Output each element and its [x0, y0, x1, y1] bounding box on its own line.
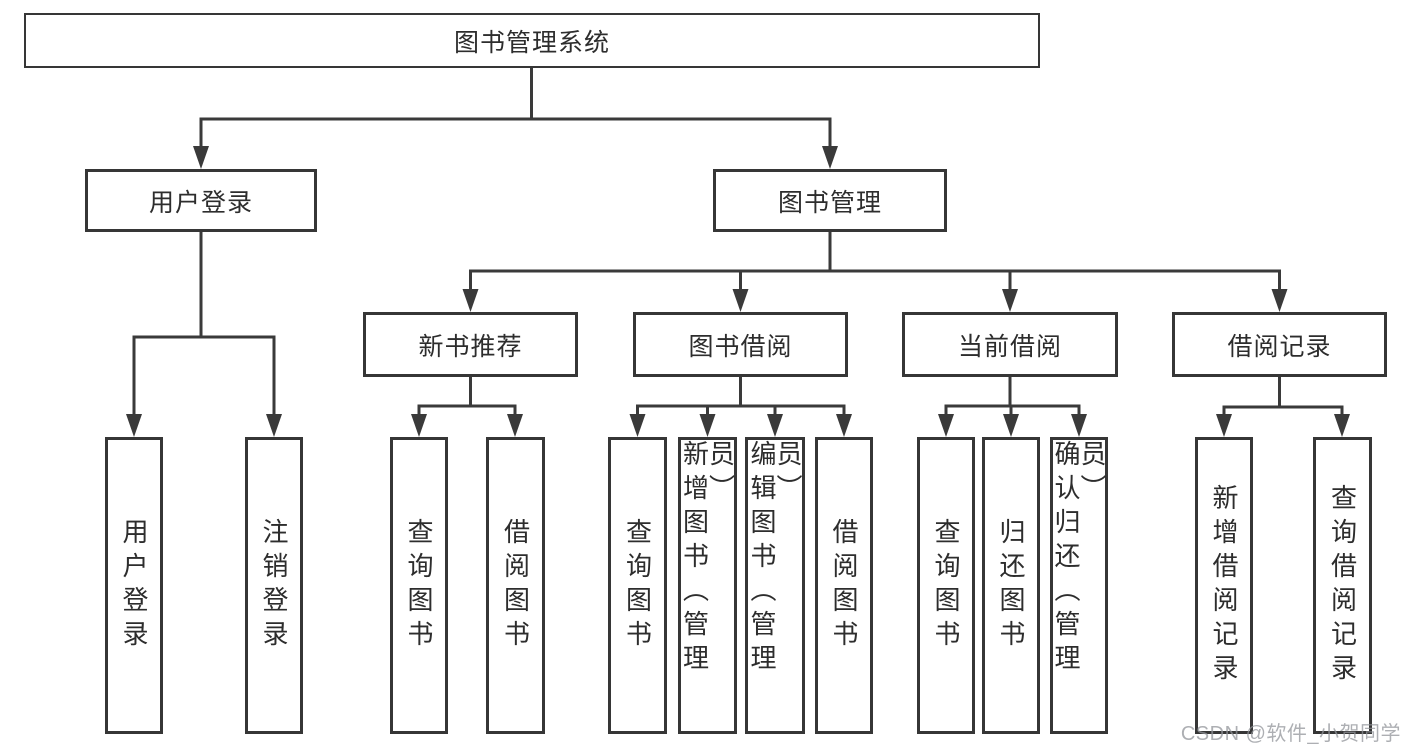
node-book-borrow: 图书借阅 — [633, 312, 848, 377]
leaf-newbook-query-book: 查询图书 — [390, 437, 448, 734]
csdn-watermark: CSDN @软件_小贺同学 — [1180, 723, 1401, 745]
leaf-user-login: 用户登录 — [105, 437, 163, 734]
leaf-logout: 注销登录 — [245, 437, 303, 734]
leaf-borrow-edit-book-admin: 编辑图书（管理员） — [745, 437, 805, 734]
leaf-record-add-record: 新增借阅记录 — [1195, 437, 1253, 734]
leaf-borrow-borrow-book: 借阅图书 — [815, 437, 873, 734]
leaf-current-return-book: 归还图书 — [982, 437, 1040, 734]
connector-book-mgmt-children — [462, 232, 1288, 312]
leaf-borrow-add-book-admin: 新增图书（管理员） — [678, 437, 737, 734]
leaf-newbook-borrow-book: 借阅图书 — [486, 437, 545, 734]
leaf-record-query-record: 查询借阅记录 — [1313, 437, 1372, 734]
connector-new-book-children — [411, 377, 523, 437]
node-user-login: 用户登录 — [85, 169, 317, 232]
connector-user-login-children — [126, 232, 282, 437]
leaf-current-query-book: 查询图书 — [917, 437, 975, 734]
leaf-current-confirm-return-admin: 确认归还（管理员） — [1050, 437, 1108, 734]
node-root-system: 图书管理系统 — [24, 13, 1040, 68]
connector-root-to-level2 — [193, 68, 838, 169]
node-borrow-record: 借阅记录 — [1172, 312, 1387, 377]
node-new-book-recommend: 新书推荐 — [363, 312, 578, 377]
connector-records-children — [1216, 377, 1350, 437]
connector-book-borrow-children — [629, 377, 852, 437]
node-current-borrow: 当前借阅 — [902, 312, 1118, 377]
node-book-management: 图书管理 — [713, 169, 947, 232]
connector-current-borrow-children — [938, 377, 1087, 437]
leaf-borrow-query-book: 查询图书 — [608, 437, 667, 734]
